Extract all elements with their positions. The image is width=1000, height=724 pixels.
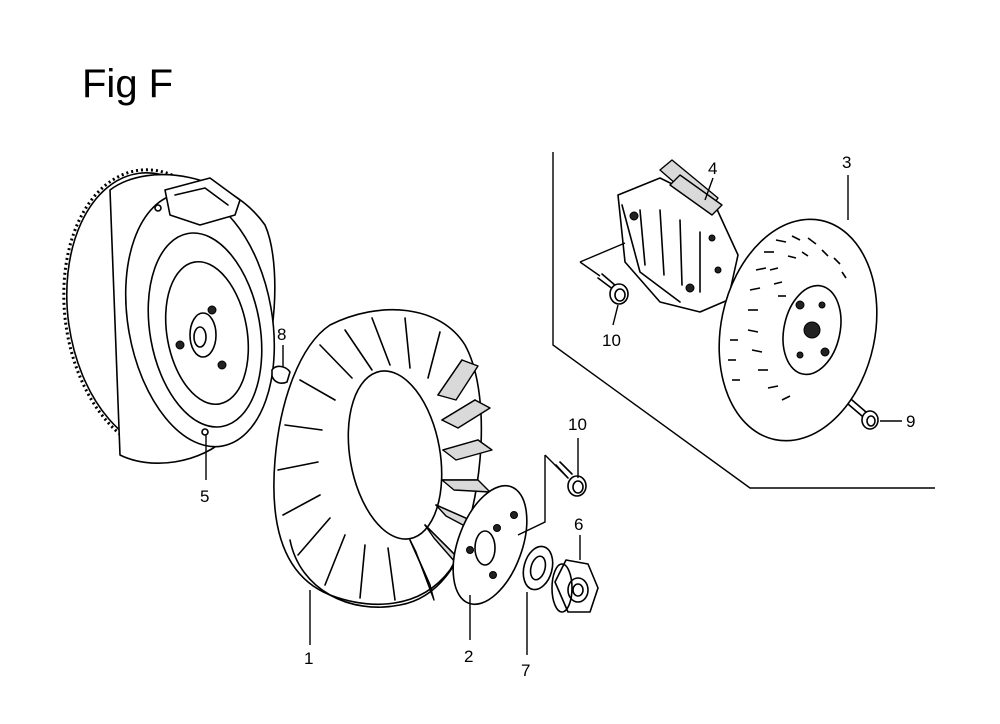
callout-8: 8 — [277, 325, 286, 344]
callout-7: 7 — [521, 661, 530, 680]
figure-title: Fig F — [82, 62, 174, 106]
optional-parts-frame — [552, 152, 935, 489]
callout-9: 9 — [906, 412, 915, 431]
key-part — [271, 365, 291, 384]
fan-plate-part — [452, 484, 528, 606]
flange-nut-part — [551, 559, 599, 613]
starter-pulley-part — [617, 159, 739, 313]
callout-2: 2 — [464, 647, 473, 666]
callout-5: 5 — [200, 487, 209, 506]
bolt-upper-part — [597, 273, 629, 305]
callout-10-upper: 10 — [602, 331, 621, 350]
flywheel-part — [62, 168, 276, 464]
rotating-screen-part — [718, 218, 878, 442]
callout-6: 6 — [574, 515, 583, 534]
callout-3: 3 — [842, 153, 851, 172]
cooling-fan-part — [273, 308, 493, 608]
washer-part — [522, 545, 554, 591]
bolt-lower-part — [555, 461, 587, 497]
screen-bolt-part — [847, 399, 879, 430]
callout-1: 1 — [304, 649, 313, 668]
callout-10-lower: 10 — [568, 415, 587, 434]
callout-4: 4 — [708, 159, 717, 178]
